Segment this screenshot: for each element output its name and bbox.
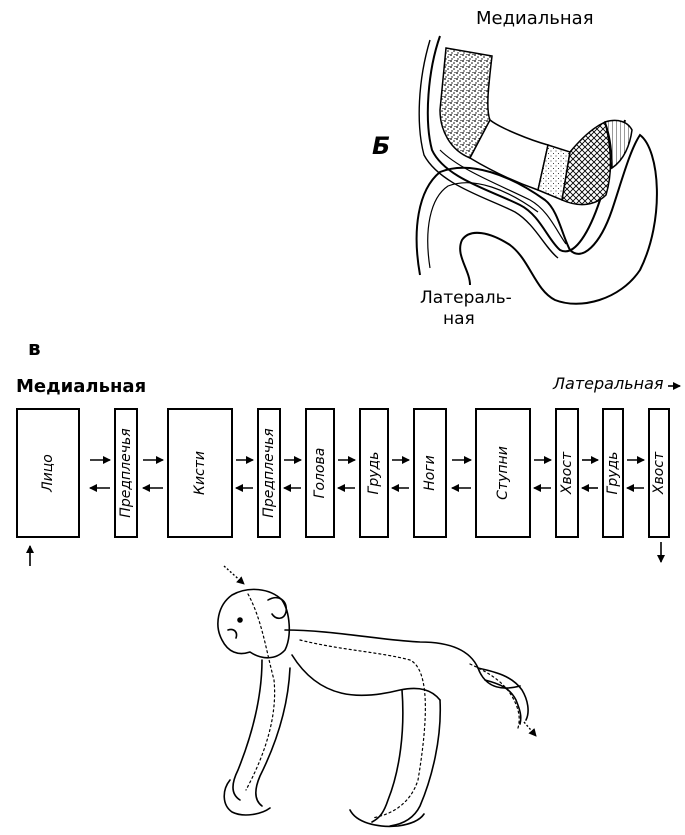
panel-b-medial-label: Медиальная bbox=[476, 8, 594, 29]
box-feet: Ступни bbox=[475, 408, 531, 538]
panel-b-lateral-label-line2: ная bbox=[443, 309, 475, 329]
panel-c-medial-label: Медиальная bbox=[16, 376, 147, 397]
panel-c-letter: в bbox=[28, 336, 41, 360]
box-tail-1: Хвост bbox=[555, 408, 579, 538]
box-forearms-1: Предплечья bbox=[114, 408, 138, 538]
box-chest-1: Грудь bbox=[359, 408, 389, 538]
box-tail-2: Хвост bbox=[648, 408, 670, 538]
panel-b-letter: Б bbox=[372, 132, 391, 160]
box-head: Голова bbox=[305, 408, 335, 538]
box-forearms-2: Предплечья bbox=[257, 408, 281, 538]
monkey-tail-arrow bbox=[523, 721, 537, 737]
panel-c-lateral-label: Латеральная bbox=[553, 374, 664, 393]
box-face: Лицо bbox=[16, 408, 80, 538]
monkey-head-arrow bbox=[223, 565, 245, 585]
box-hands: Кисти bbox=[167, 408, 233, 538]
box-legs: Ноги bbox=[413, 408, 447, 538]
box-chest-2: Грудь bbox=[602, 408, 624, 538]
panel-b-lateral-label-line1: Латераль- bbox=[420, 288, 512, 308]
